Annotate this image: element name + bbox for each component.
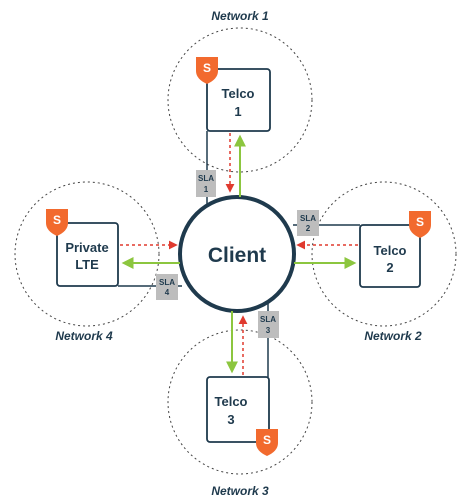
sla-3-label-line2: 3 [266,326,271,335]
telco-1-label-line2: 1 [234,104,241,119]
sla-1-label-line1: SLA [198,174,214,183]
shield-2-letter: S [416,215,424,229]
telco-3-label-line1: Telco [215,394,248,409]
telco-2-label-line2: 2 [386,260,393,275]
private-lte-label-line2: LTE [75,257,99,272]
shield-icon-3: S [256,429,278,456]
network-4-label: Network 4 [55,329,113,343]
sla-box-2: SLA 2 [297,210,319,236]
shield-4-letter: S [53,213,61,227]
sla-box-1: SLA 1 [196,170,216,197]
shield-icon-2: S [409,211,431,238]
network-3-boundary [167,329,313,475]
private-lte-label-line1: Private [65,240,108,255]
network-2-label: Network 2 [364,329,422,343]
shield-icon-4: S [46,209,68,236]
telco-1-label-line1: Telco [222,86,255,101]
telco-2-node [359,224,421,288]
sla-1-label-line2: 1 [204,185,209,194]
sla-2-label-line2: 2 [306,224,311,233]
sla-4-label-line2: 4 [165,288,170,297]
sla-box-4: SLA 4 [156,274,178,300]
client-label: Client [208,244,266,267]
sla-box-3: SLA 3 [258,311,279,338]
network-1-label: Network 1 [211,9,269,23]
private-lte-node [56,222,119,287]
shield-1-letter: S [203,61,211,75]
network-2-boundary [311,181,457,327]
sla-2-label-line1: SLA [300,214,316,223]
network-3-label: Network 3 [211,484,269,498]
network-4-boundary [14,181,160,327]
network-1-boundary [167,27,313,173]
telco-1-node [206,68,271,132]
client-node [178,195,296,313]
telco-3-node [206,376,270,443]
shield-3-letter: S [263,433,271,447]
red-arrows [120,133,358,375]
green-arrows [121,134,357,374]
telco-2-label-line1: Telco [374,243,407,258]
telco-3-label-line2: 3 [227,412,234,427]
sla-3-label-line1: SLA [260,315,276,324]
sla-4-label-line1: SLA [159,278,175,287]
shield-icon-1: S [196,57,218,84]
